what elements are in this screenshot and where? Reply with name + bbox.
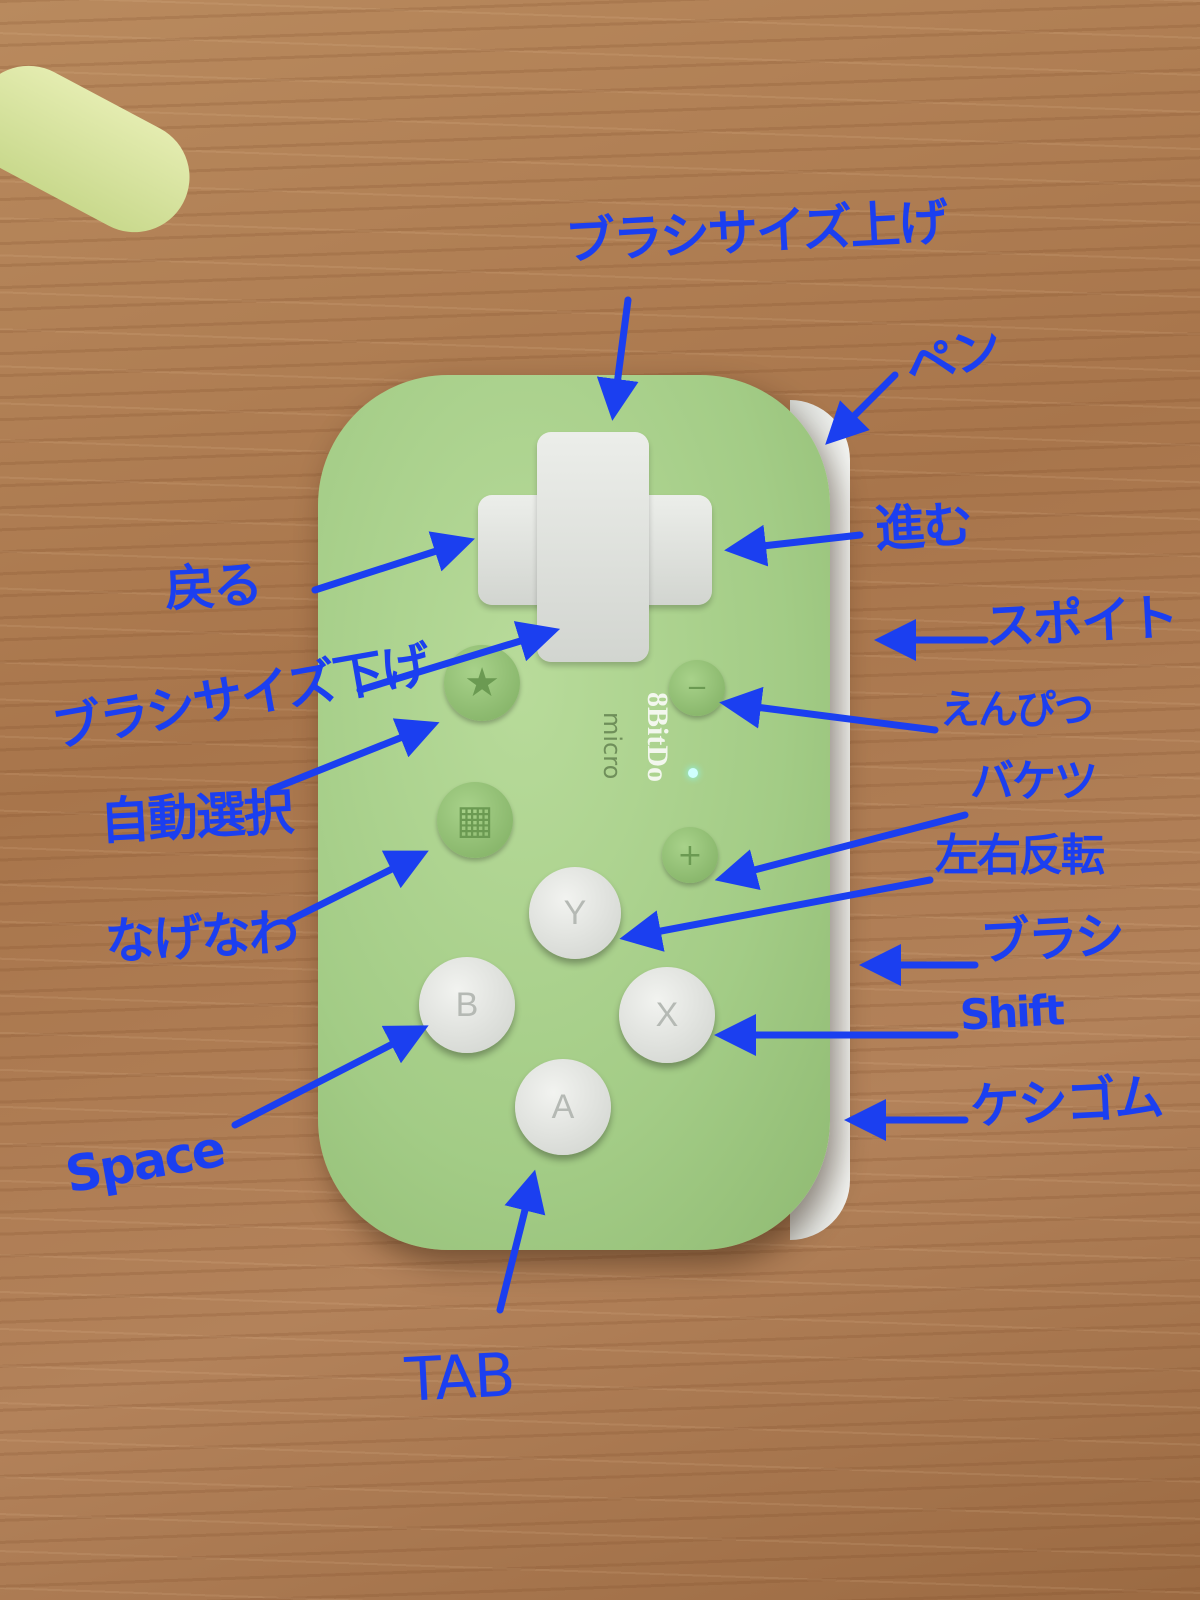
label-back: 戻る [163, 555, 263, 619]
label-eyedropper: スポイト [983, 588, 1179, 656]
label-eraser: ケシゴム [968, 1068, 1164, 1136]
y-button[interactable]: Y [529, 867, 621, 959]
label-tab: TAB [403, 1340, 515, 1416]
label-bucket: バケツ [970, 756, 1098, 807]
home-button[interactable]: ▦ [437, 782, 513, 858]
a-button-label: A [551, 1087, 575, 1126]
arrow-lasso [286, 850, 429, 924]
x-button[interactable]: X [619, 967, 715, 1063]
a-button[interactable]: A [515, 1059, 611, 1155]
arrow-brush-size-up [596, 296, 639, 421]
label-shift: Shift [958, 985, 1065, 1040]
label-brush: ブラシ [978, 906, 1125, 972]
b-button[interactable]: B [419, 957, 515, 1053]
arrow-brush-size-down [356, 621, 561, 694]
arrow-space [231, 1025, 429, 1129]
arrow-pen [825, 371, 899, 445]
arrow-tab [496, 1169, 546, 1314]
label-flip-horizontal: 左右反転 [935, 830, 1105, 881]
y-button-label: Y [563, 893, 587, 932]
arrow-back [311, 531, 475, 594]
label-auto-select: 自動選択 [98, 783, 294, 851]
label-forward: 進む [873, 495, 973, 559]
status-led [688, 768, 698, 778]
plus-button[interactable]: + [662, 827, 718, 883]
label-pencil: えんぴつ [940, 687, 1094, 733]
minus-button[interactable]: − [669, 660, 725, 716]
x-button-label: X [655, 995, 679, 1034]
brand-logo: 8BitDo [641, 692, 674, 782]
arrow-forward [724, 524, 864, 567]
model-name: micro [598, 712, 626, 780]
arrow-auto-select [266, 718, 440, 794]
label-lasso: なげなわ [103, 903, 299, 971]
arrow-flip [619, 876, 934, 952]
b-button-label: B [455, 985, 479, 1024]
arrow-bucket [714, 811, 969, 891]
arrow-pencil [719, 686, 939, 734]
